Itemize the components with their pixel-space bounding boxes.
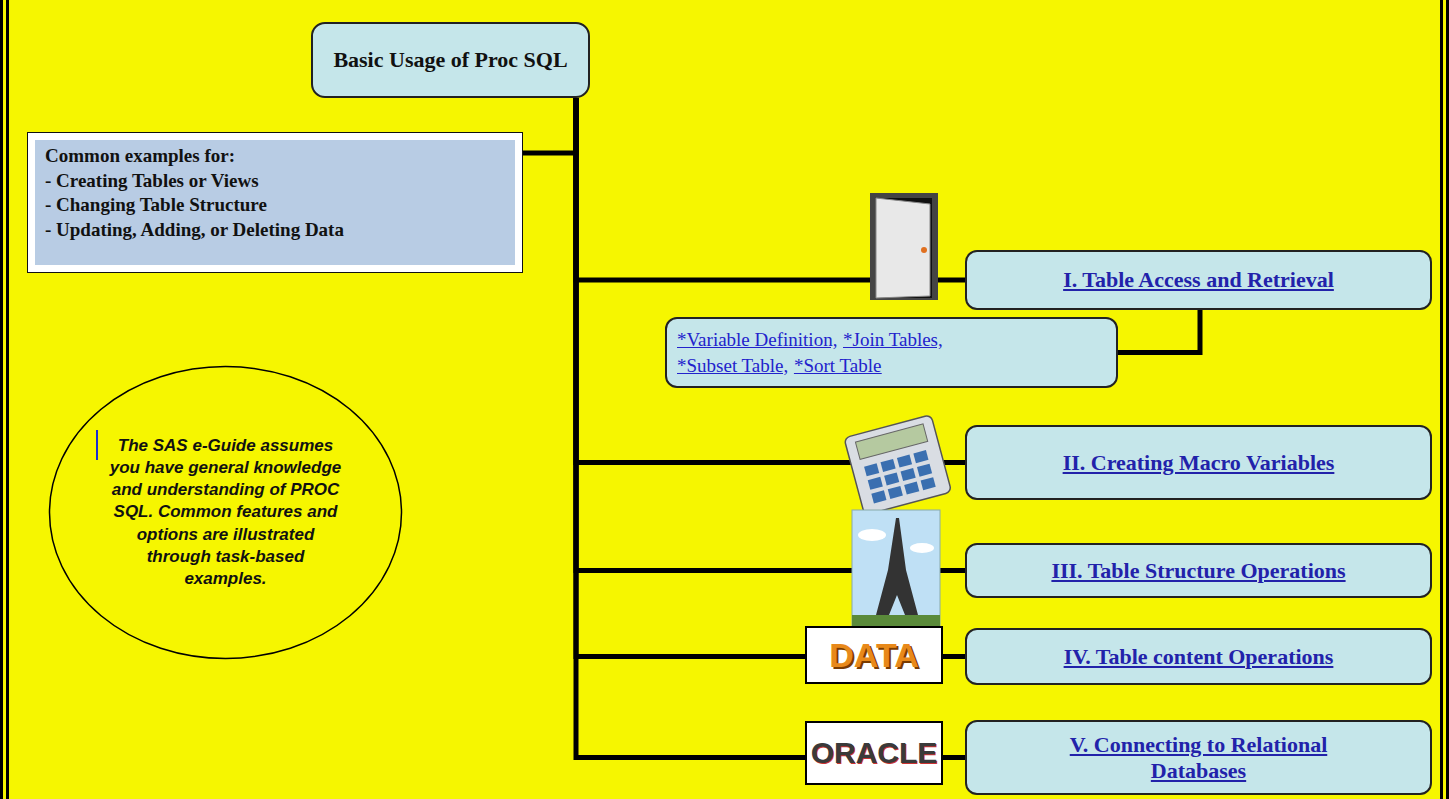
topic-list-box: *Variable Definition, *Join Tables, *Subse… — [665, 317, 1118, 388]
connector-line — [1118, 310, 1200, 353]
box-text: IV. Table content Operations — [1064, 644, 1334, 670]
topic-link: *Sort Table — [794, 355, 882, 376]
calculator-key — [897, 455, 912, 468]
box-text: - Creating Tables or Views — [45, 169, 505, 194]
door-icon — [870, 193, 938, 300]
calculator-key — [871, 490, 886, 503]
data-logo — [806, 627, 942, 683]
calculator-key — [888, 486, 903, 499]
ellipse-outline — [50, 367, 402, 659]
box-text: The SAS e-Guide assumes you have general… — [110, 435, 342, 590]
title-box: Basic Usage of Proc SQL — [311, 22, 590, 98]
text-line: *Variable Definition, *Join Tables, — [677, 327, 1100, 353]
calculator-key — [868, 477, 883, 490]
box-text: I. Table Access and Retrieval — [1063, 267, 1334, 293]
box-text: III. Table Structure Operations — [1051, 558, 1345, 584]
eiffel-tower-picture — [852, 510, 940, 630]
text-cursor — [96, 430, 98, 460]
section-box: III. Table Structure Operations — [965, 543, 1432, 598]
connector-line — [522, 98, 576, 153]
oracle-logo — [806, 722, 942, 784]
section-box: II. Creating Macro Variables — [965, 425, 1432, 500]
page-border — [1446, 0, 1449, 799]
box-text: - Updating, Adding, or Deleting Data — [45, 218, 505, 243]
calculator-key — [881, 459, 896, 472]
calculator-key — [904, 482, 919, 495]
connector-line — [576, 98, 965, 571]
box-heading: Common examples for: — [45, 144, 505, 169]
box-text: V. Connecting to Relational Databases — [1049, 732, 1349, 784]
calculator-key — [913, 450, 928, 463]
text-line: *Subset Table, *Sort Table — [677, 353, 1100, 379]
section-box: I. Table Access and Retrieval — [965, 250, 1432, 310]
examples-box: Common examples for:- Creating Tables or… — [28, 133, 522, 272]
calculator-key — [884, 472, 899, 485]
note-ellipse: The SAS e-Guide assumes you have general… — [48, 365, 403, 660]
box-text: - Changing Table Structure — [45, 193, 505, 218]
topic-link: *Variable Definition, — [677, 329, 837, 350]
section-box: IV. Table content Operations — [965, 628, 1432, 685]
page-border — [6, 0, 9, 799]
topic-link: *Subset Table, — [677, 355, 788, 376]
section-box: V. Connecting to Relational Databases — [965, 720, 1432, 795]
topic-link: *Join Tables, — [843, 329, 943, 350]
calculator-key — [917, 464, 932, 477]
box-text: Basic Usage of Proc SQL — [323, 47, 578, 73]
connector-line — [576, 98, 965, 758]
calculator-key — [921, 477, 936, 490]
oracle-logo-text: ORACLE — [806, 722, 942, 784]
calculator-icon — [844, 415, 952, 516]
calculator-key — [864, 463, 879, 476]
data-logo-text: DATA — [806, 627, 942, 683]
box-text: II. Creating Macro Variables — [1063, 450, 1335, 476]
page-border — [1440, 0, 1443, 799]
calculator-key — [901, 468, 916, 481]
connector-line — [576, 98, 965, 463]
page-border — [0, 0, 3, 799]
